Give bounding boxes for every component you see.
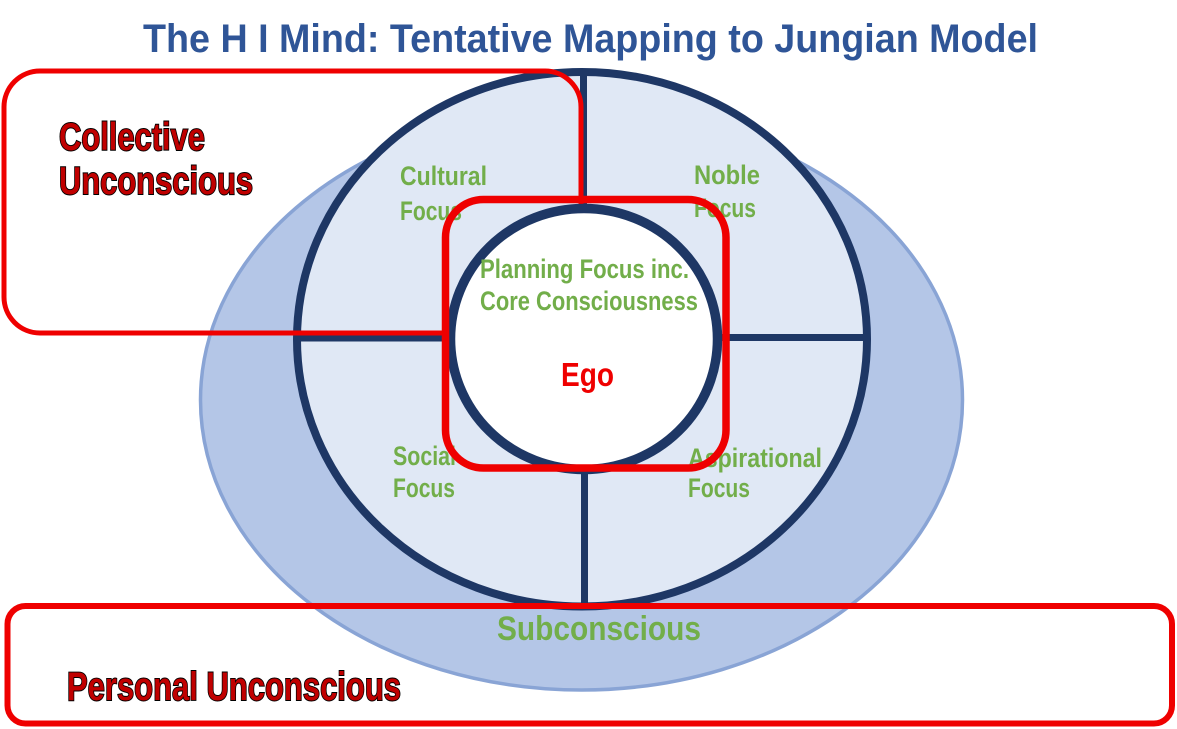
svg-text:Planning Focus inc.: Planning Focus inc. — [480, 254, 689, 284]
svg-text:Unconscious: Unconscious — [59, 160, 253, 203]
svg-text:Cultural: Cultural — [400, 161, 487, 191]
svg-text:Collective: Collective — [59, 116, 205, 159]
svg-text:Personal Unconscious: Personal Unconscious — [67, 665, 401, 709]
svg-text:Focus: Focus — [688, 473, 750, 503]
svg-text:Focus: Focus — [393, 473, 455, 503]
svg-text:Ego: Ego — [561, 356, 614, 393]
svg-text:Subconscious: Subconscious — [497, 610, 701, 648]
svg-text:Core Consciousness: Core Consciousness — [480, 286, 698, 316]
svg-text:Noble: Noble — [694, 160, 760, 190]
svg-text:The H I Mind: Tentative Mappin: The H I Mind: Tentative Mapping to Jungi… — [143, 17, 1038, 61]
